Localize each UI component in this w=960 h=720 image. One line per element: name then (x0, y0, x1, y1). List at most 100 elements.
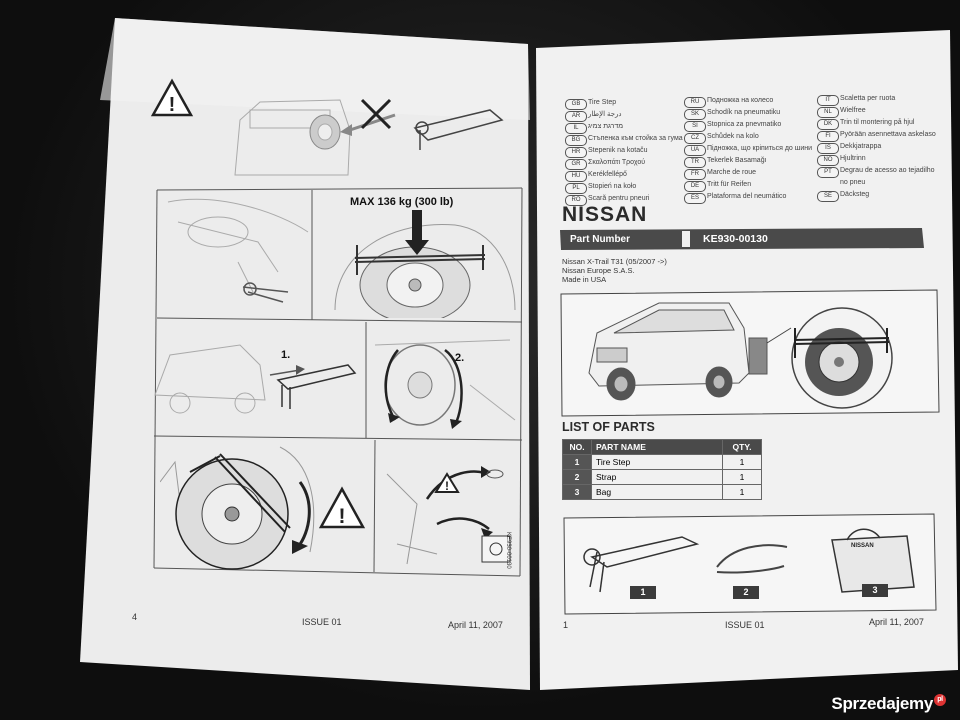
bag-logo-text: NISSAN (851, 543, 874, 549)
parts-table-header: NO. PART NAME QTY. (562, 439, 762, 455)
lang-name: no pneu (840, 179, 866, 186)
wheel-remove-illustration (160, 446, 315, 570)
lang-name: Degrau de acesso ao tejadilho (840, 167, 935, 174)
header-qty: QTY. (722, 439, 762, 455)
lang-name: Pyörään asennettava askelaso (840, 131, 936, 138)
lang-name: Подножка на колесо (707, 97, 774, 104)
warning-icon: ! (150, 78, 194, 117)
car-step-attach-illustration (154, 344, 357, 414)
part-number-bar (560, 228, 924, 250)
lang-code: RO (565, 195, 587, 206)
part-label-3: 3 (862, 584, 888, 597)
lang-name: Scară pentru pneuri (588, 195, 650, 202)
table-row: 2 Strap 1 (562, 469, 762, 485)
lang-code: PL (565, 183, 587, 194)
strap-part (716, 544, 788, 574)
part-no: 3 (562, 484, 592, 500)
dashboard-lever-illustration (167, 198, 309, 303)
company-line: Nissan Europe S.A.S. (562, 266, 635, 275)
lang-code: UA (684, 145, 706, 156)
lang-code: IS (817, 143, 839, 154)
lang-name: Stopnica za pnevmatiko (707, 121, 782, 128)
lang-name: Tire Step (588, 99, 617, 106)
warning-icon-panel: ! (318, 486, 366, 529)
lang-code: IL (565, 123, 587, 134)
right-date: April 11, 2007 (869, 617, 924, 627)
lang-code: SI (684, 121, 706, 132)
lang-name: Plataforma del neumático (707, 193, 787, 200)
svg-text:!: ! (445, 479, 449, 493)
part-number-value: KE930-00130 (703, 233, 768, 245)
lang-name: Däcksteg (840, 191, 870, 198)
tire-step-part (583, 536, 700, 593)
lang-name: Σκαλοπάτι Τροχού (588, 159, 646, 166)
lang-code: IT (817, 95, 839, 106)
lang-name: Стъпенка към стойка за гума (588, 135, 683, 142)
parts-illustration (563, 513, 937, 615)
lang-code: NL (817, 107, 839, 118)
lang-code: RU (684, 97, 706, 108)
lang-code: SE (817, 191, 839, 202)
lang-name: Dekkjatrappa (840, 143, 882, 150)
lang-code: CZ (684, 133, 706, 144)
watermark-pl-badge: pl (934, 694, 946, 706)
table-row: 3 Bag 1 (562, 484, 762, 500)
lang-code: GR (565, 159, 587, 170)
bag-part (831, 528, 915, 593)
lang-name: Stepenik na kotaču (588, 147, 648, 154)
svg-text:!: ! (339, 505, 346, 528)
brand-logo: NISSAN (562, 203, 648, 226)
part-qty: 1 (722, 484, 762, 500)
part-name: Tire Step (591, 454, 723, 470)
part-no: 2 (562, 469, 592, 485)
lang-code: DE (684, 181, 706, 192)
lang-name: Підножка, що кріпиться до шини (707, 145, 813, 152)
left-page-number: 4 (132, 612, 138, 622)
made-in-line: Made in USA (562, 275, 607, 284)
part-qty: 1 (722, 454, 762, 470)
lang-code: SK (684, 109, 706, 120)
lang-code: GB (565, 99, 587, 110)
lang-name: Wielfree (840, 107, 866, 114)
vehicle-overview-illustration (560, 289, 940, 417)
tire-step-load-illustration (334, 210, 516, 318)
lang-code: PT (817, 167, 839, 178)
part-no: 1 (562, 454, 592, 470)
lang-name: Trin til montering på hjul (840, 119, 915, 126)
left-issue-label: ISSUE 01 (302, 617, 342, 627)
lang-name: מדרגת צמיג (588, 123, 624, 130)
rear-spare-wheel-illustration (234, 98, 504, 176)
lang-code: TR (684, 157, 706, 168)
part-number-label: Part Number (570, 234, 631, 245)
lang-code: AR (565, 111, 587, 122)
list-of-parts-title: LIST OF PARTS (562, 420, 655, 434)
vehicle-line: Nissan X-Trail T31 (05/2007 ->) (562, 257, 667, 266)
watermark-text: Sprzedajemy (831, 694, 933, 713)
lang-code: BG (565, 135, 587, 146)
lang-code: HU (565, 171, 587, 182)
lang-name: Hjultrinn (840, 155, 866, 162)
lang-name: Tekerlek Basamağı (707, 157, 767, 164)
lang-name: Stopień na koło (588, 183, 637, 190)
header-part-name: PART NAME (591, 439, 723, 455)
lang-name: Tritt für Reifen (707, 181, 752, 188)
lang-name: Schůdek na kolo (707, 133, 759, 140)
svg-text:!: ! (169, 94, 176, 116)
lang-code: HR (565, 147, 587, 158)
step-one-label: 1. (281, 349, 291, 361)
lang-code: FI (817, 131, 839, 142)
lang-code: DK (817, 119, 839, 130)
part-name: Strap (591, 469, 723, 485)
lang-code: ES (684, 193, 706, 204)
step-two-label: 2. (455, 352, 465, 364)
part-label-2: 2 (733, 586, 759, 599)
lang-name: درجة الإطار (588, 111, 622, 118)
parts-table: NO. PART NAME QTY. 1 Tire Step 1 2 Strap… (562, 439, 762, 500)
header-no: NO. (562, 439, 592, 455)
lang-name: Marche de roue (707, 169, 757, 176)
right-issue-label: ISSUE 01 (725, 620, 765, 630)
lang-name: Scaletta per ruota (840, 95, 896, 102)
